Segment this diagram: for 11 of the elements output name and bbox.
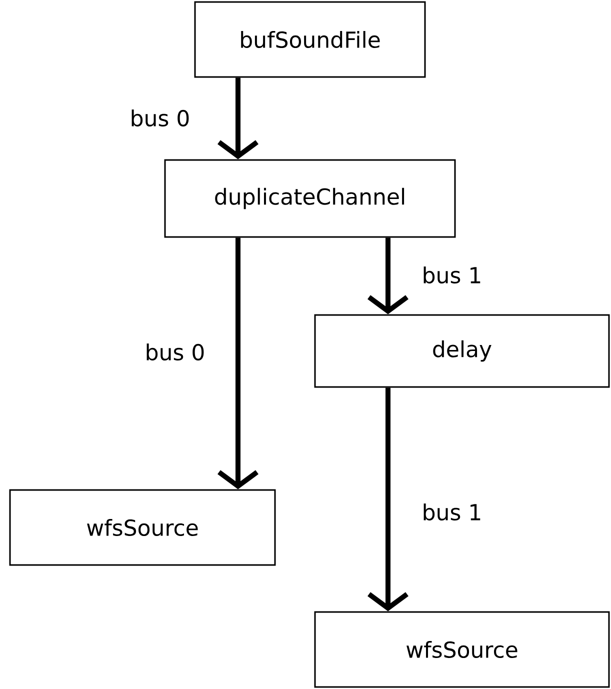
arrow	[368, 388, 408, 612]
edge-label: bus 1	[420, 502, 484, 522]
process-box: duplicateChannel	[164, 159, 456, 238]
process-box: delay	[314, 314, 610, 388]
edge-label: bus 0	[128, 108, 192, 128]
process-box: wfsSource	[314, 611, 610, 688]
arrow	[218, 238, 258, 490]
edge-label: bus 1	[420, 266, 484, 285]
process-box: wfsSource	[9, 489, 276, 566]
process-box: bufSoundFile	[194, 1, 426, 78]
edge-label: bus 0	[144, 342, 206, 362]
